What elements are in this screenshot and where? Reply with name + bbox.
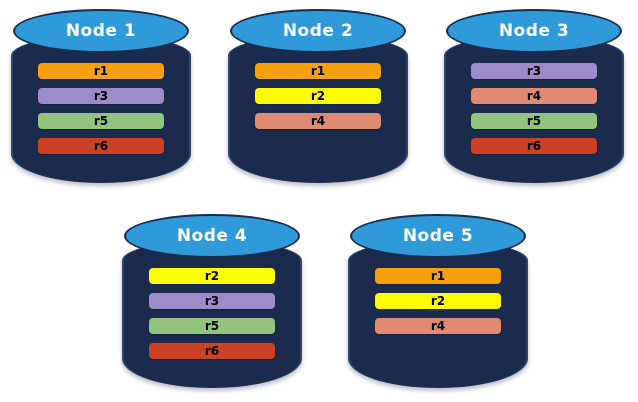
node-2-replica-r4[interactable]: r4 <box>255 113 381 129</box>
node-2-replica-r2[interactable]: r2 <box>255 88 381 104</box>
node-3-replica-r5[interactable]: r5 <box>471 113 597 129</box>
node-2-replica-r1-label: r1 <box>310 64 326 78</box>
node-2-replica-list: r1 r2 r4 <box>255 63 381 138</box>
node-4-replica-r5-label: r5 <box>204 319 220 333</box>
node-1-replica-r6[interactable]: r6 <box>38 138 164 154</box>
node-3-replica-r5-label: r5 <box>526 114 542 128</box>
node-2[interactable]: Node 2 r1 r2 r4 <box>228 5 408 190</box>
node-4-replica-r2-label: r2 <box>204 269 220 283</box>
node-2-replica-r1[interactable]: r1 <box>255 63 381 79</box>
node-2-cylinder-top: Node 2 <box>230 9 406 53</box>
node-4-replica-r2[interactable]: r2 <box>149 268 275 284</box>
node-5-cylinder-body <box>348 240 528 388</box>
node-5-replica-r1[interactable]: r1 <box>375 268 501 284</box>
node-1-replica-r6-label: r6 <box>93 139 109 153</box>
node-4[interactable]: Node 4 r2 r3 r5 r6 <box>122 210 302 395</box>
node-2-cylinder-body <box>228 35 408 183</box>
node-3-replica-r6[interactable]: r6 <box>471 138 597 154</box>
node-4-cylinder-top: Node 4 <box>124 214 300 258</box>
node-4-replica-r6-label: r6 <box>204 344 220 358</box>
node-1-replica-r5[interactable]: r5 <box>38 113 164 129</box>
node-2-title: Node 2 <box>282 21 354 41</box>
node-4-cylinder-body <box>122 240 302 388</box>
node-4-title: Node 4 <box>176 226 248 246</box>
node-3-replica-r3-label: r3 <box>526 64 542 78</box>
node-4-replica-r6[interactable]: r6 <box>149 343 275 359</box>
node-3[interactable]: Node 3 r3 r4 r5 r6 <box>444 5 624 190</box>
node-4-replica-r3[interactable]: r3 <box>149 293 275 309</box>
node-1-replica-r3-label: r3 <box>93 89 109 103</box>
node-1-replica-r3[interactable]: r3 <box>38 88 164 104</box>
node-2-replica-r4-label: r4 <box>310 114 326 128</box>
node-4-replica-list: r2 r3 r5 r6 <box>149 268 275 368</box>
node-2-replica-r2-label: r2 <box>310 89 326 103</box>
node-3-replica-r4-label: r4 <box>526 89 542 103</box>
node-5-replica-r1-label: r1 <box>430 269 446 283</box>
node-3-replica-r3[interactable]: r3 <box>471 63 597 79</box>
node-1-replica-r5-label: r5 <box>93 114 109 128</box>
node-1-cylinder-top: Node 1 <box>13 9 189 53</box>
node-1-cylinder-body <box>11 35 191 183</box>
node-5-replica-r4-label: r4 <box>430 319 446 333</box>
node-4-replica-r3-label: r3 <box>204 294 220 308</box>
node-3-cylinder-top: Node 3 <box>446 9 622 53</box>
node-5-title: Node 5 <box>402 226 474 246</box>
node-3-replica-list: r3 r4 r5 r6 <box>471 63 597 163</box>
node-3-title: Node 3 <box>498 21 570 41</box>
node-3-replica-r6-label: r6 <box>526 139 542 153</box>
node-3-cylinder-body <box>444 35 624 183</box>
node-5-replica-r2-label: r2 <box>430 294 446 308</box>
node-5[interactable]: Node 5 r1 r2 r4 <box>348 210 528 395</box>
node-1-replica-r1-label: r1 <box>93 64 109 78</box>
node-1-replica-r1[interactable]: r1 <box>38 63 164 79</box>
node-4-replica-r5[interactable]: r5 <box>149 318 275 334</box>
node-1[interactable]: Node 1 r1 r3 r5 r6 <box>11 5 191 190</box>
node-5-cylinder-top: Node 5 <box>350 214 526 258</box>
node-1-title: Node 1 <box>65 21 137 41</box>
node-3-replica-r4[interactable]: r4 <box>471 88 597 104</box>
node-1-replica-list: r1 r3 r5 r6 <box>38 63 164 163</box>
node-5-replica-r2[interactable]: r2 <box>375 293 501 309</box>
node-5-replica-r4[interactable]: r4 <box>375 318 501 334</box>
node-5-replica-list: r1 r2 r4 <box>375 268 501 343</box>
